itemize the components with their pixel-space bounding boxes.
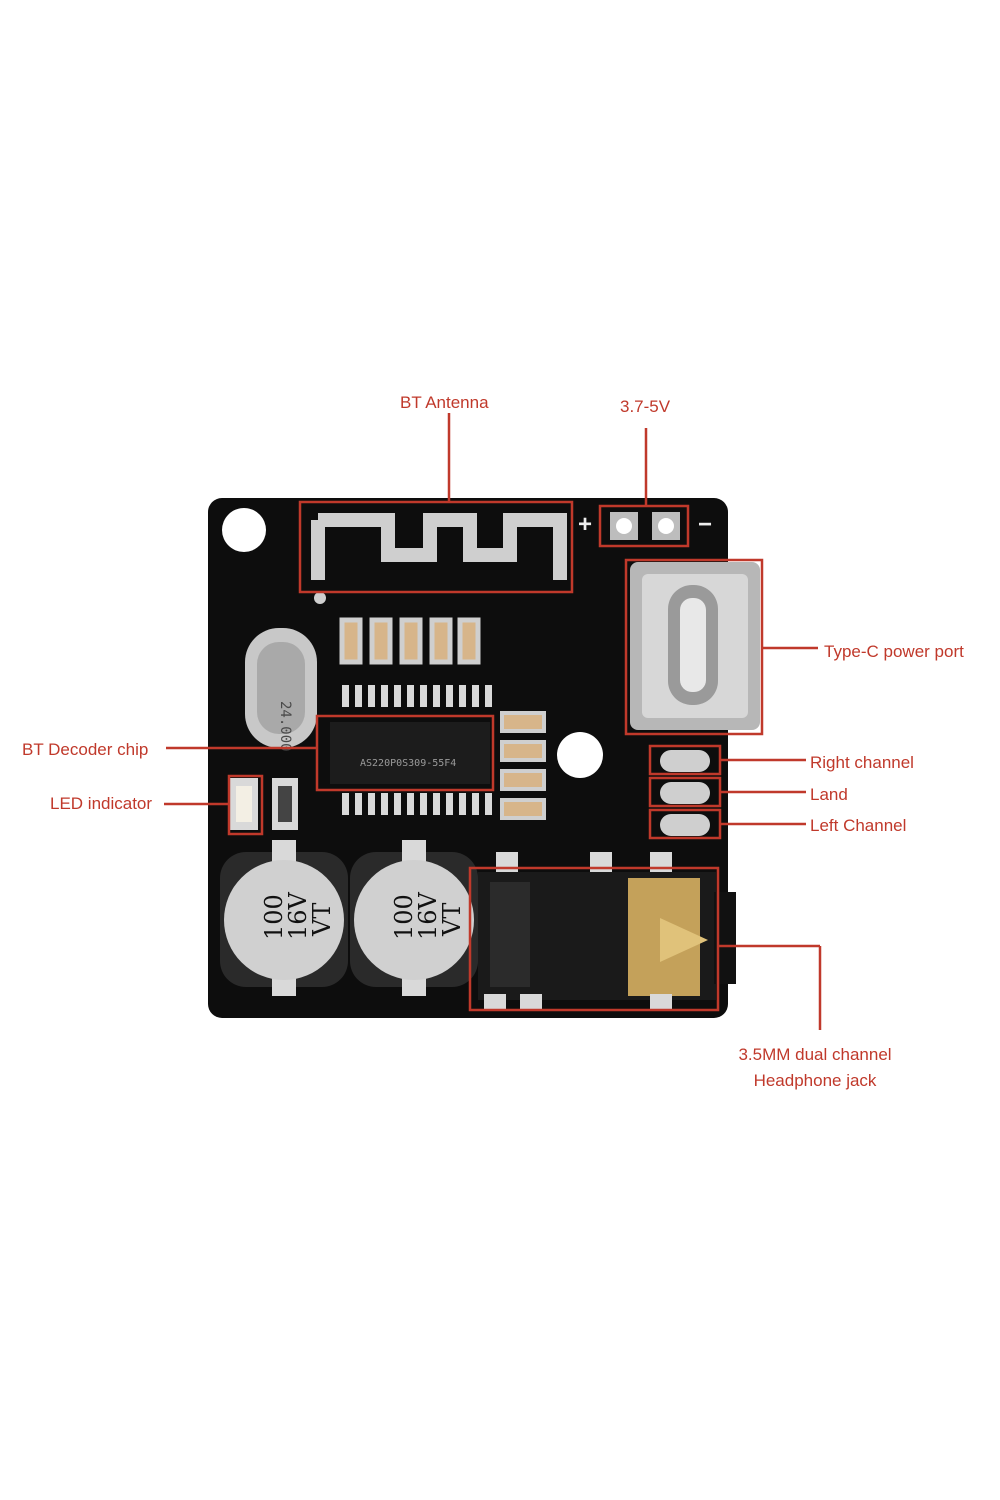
smd-components-top: [339, 617, 481, 665]
label-bt-decoder: BT Decoder chip: [22, 740, 149, 759]
label-land: Land: [810, 785, 848, 804]
svg-text:16V: 16V: [284, 891, 312, 940]
svg-text:100: 100: [260, 894, 288, 940]
label-bt-antenna: BT Antenna: [400, 393, 489, 412]
label-right-channel: Right channel: [810, 753, 914, 772]
bt-decoder-chip: AS220P0S309-55F4: [330, 722, 490, 784]
svg-text:24.000: 24.000: [277, 701, 293, 752]
ic-pins: [342, 685, 492, 815]
label-led: LED indicator: [50, 794, 153, 813]
label-voltage: 3.7-5V: [620, 397, 671, 416]
audio-output-pads: [660, 750, 710, 836]
svg-text:VT: VT: [308, 903, 336, 937]
mounting-hole-center-right: [557, 732, 603, 778]
smd-components-right: [500, 711, 546, 820]
headphone-jack: [478, 852, 736, 1010]
label-jack-line1: 3.5MM dual channel: [738, 1045, 892, 1064]
svg-text:100: 100: [390, 894, 418, 940]
crystal-oscillator: 24.000: [245, 628, 317, 752]
label-left-channel: Left Channel: [810, 816, 907, 835]
capacitor-left: 100 16V VT: [220, 840, 348, 996]
svg-text:VT: VT: [438, 903, 466, 937]
label-type-c: Type-C power port: [824, 642, 964, 661]
capacitor-right: 100 16V VT: [350, 840, 478, 996]
bt-antenna-trace: [311, 513, 567, 604]
mounting-hole-top-left: [222, 508, 266, 552]
led: [230, 778, 298, 830]
type-c-connector: [630, 562, 760, 730]
annotation-lines: [164, 413, 822, 1030]
svg-text:AS220P0S309-55F4: AS220P0S309-55F4: [360, 758, 456, 769]
label-headphone-jack: 3.5MM dual channel Headphone jack: [700, 1042, 930, 1094]
minus-sign: −: [698, 511, 712, 538]
label-jack-line2: Headphone jack: [753, 1071, 877, 1090]
plus-sign: +: [578, 511, 592, 538]
svg-text:16V: 16V: [414, 891, 442, 940]
